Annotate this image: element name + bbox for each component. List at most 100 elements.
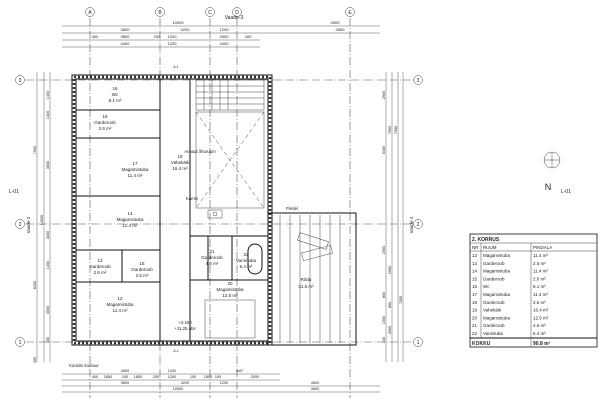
- dimension-label: 7900: [394, 126, 398, 134]
- dimension-label: 1200: [168, 34, 178, 39]
- dimension-label: 1200: [168, 369, 176, 373]
- dimension-label: 10000: [172, 20, 184, 25]
- room-name: Magamistuba: [116, 217, 144, 222]
- dimension-label: 1400: [46, 111, 50, 119]
- dimension-label: 100: [122, 375, 128, 379]
- table-cell-room: Magamistuba: [483, 269, 511, 274]
- table-cell-room: Garderoob: [483, 276, 505, 281]
- room-name: Garderoob: [94, 120, 116, 125]
- dimension-label: 1400: [46, 91, 50, 99]
- table-cell-nr: 13: [472, 261, 478, 266]
- table-cell-nr: 18: [472, 300, 478, 305]
- dimension-label: 4400: [121, 41, 131, 46]
- room-number: 18: [102, 114, 108, 119]
- table-cell-area: 4.6 m²: [533, 323, 546, 328]
- table-cell-area: 11.4 m²: [533, 292, 548, 297]
- door-tag: A-1: [173, 65, 179, 69]
- dimension-label: 4000: [220, 34, 230, 39]
- dimension-label: 4500: [311, 387, 319, 391]
- room-area: 8.1 m²: [109, 98, 122, 103]
- dimension-label: 4400: [121, 369, 129, 373]
- dimension-label: 4x0°: [236, 369, 244, 373]
- table-cell-nr: 14: [472, 269, 478, 274]
- annotation-railing: Piirdel: [286, 206, 298, 211]
- dimension-label: 10000: [173, 387, 184, 391]
- grid-label-B: B: [158, 10, 162, 16]
- level-absolute: +11.25 abs: [174, 326, 195, 331]
- room-area: 11.4 m²: [128, 173, 143, 178]
- table-cell-nr: 16: [472, 284, 478, 289]
- room-number: 14: [127, 211, 133, 216]
- view-marker-vaade-4: Vaade-4: [409, 216, 414, 233]
- dimension-label: 4200: [181, 27, 191, 32]
- dimension-label: 400: [33, 357, 37, 363]
- room-name: Wc: [112, 92, 119, 97]
- dimension-label: 3000: [46, 306, 50, 314]
- table-cell-room: Magamistuba: [483, 253, 511, 258]
- table-cell-nr: 12: [472, 253, 478, 258]
- dimension-label: 4500: [331, 20, 341, 25]
- grid-bubbles: [15, 7, 423, 347]
- dimension-label: 100: [382, 337, 386, 343]
- room-area: 2.6 m²: [94, 270, 107, 275]
- dimension-label: 1500: [382, 316, 386, 324]
- dimension-label: 1800: [204, 375, 212, 379]
- level-relative: +3.150: [178, 320, 192, 325]
- table-cell-area: 2.6 m²: [533, 300, 546, 305]
- room-area: 6.4 m²: [240, 264, 253, 269]
- table-cell-area: 8.1 m²: [533, 284, 546, 289]
- dimension-label: 1850: [104, 375, 112, 379]
- table-cell-nr: 17: [472, 292, 478, 297]
- room-area: 12.5 m²: [222, 293, 238, 298]
- table-header: RUUM: [483, 245, 497, 250]
- room-name: Magamistuba: [216, 287, 244, 292]
- compass: [543, 151, 561, 169]
- table-cell-area: 6.4 m²: [533, 331, 546, 336]
- grid-label-2: 2: [19, 222, 22, 228]
- table-cell-room: Garderoob: [483, 300, 505, 305]
- grid-label-D: D: [235, 10, 239, 16]
- dimension-label: 3800: [121, 381, 129, 385]
- table-cell-room: Garderoob: [483, 323, 505, 328]
- dimension-label: 4500: [311, 381, 319, 385]
- dimension-label: 4400: [220, 41, 230, 46]
- table-cell-room: Magamistuba: [483, 292, 511, 297]
- section-marker-l01: L-01: [561, 189, 571, 195]
- table-cell-area: 2.6 m²: [533, 261, 546, 266]
- room-name: Garderoob: [131, 267, 153, 272]
- dimension-label: 7000: [399, 296, 403, 304]
- dimension-label: 6200: [33, 281, 37, 289]
- table-header: PINDALA: [533, 245, 552, 250]
- dimension-label: 200: [153, 375, 159, 379]
- table-cell-nr: 20: [472, 315, 478, 320]
- room-name: Magamistuba: [106, 302, 134, 307]
- table-cell-room: Wc: [483, 284, 490, 289]
- dimension-label: 1200: [168, 41, 178, 46]
- grid-label-3: 3: [19, 78, 22, 84]
- dimension-label: 1200: [168, 375, 176, 379]
- dimension-label: 1400: [46, 261, 50, 269]
- room-name: Magamistuba: [121, 167, 149, 172]
- room-name: Garderoob: [89, 264, 111, 269]
- grid-label-3: 3: [417, 78, 420, 84]
- table-cell-room: Magamistuba: [483, 315, 511, 320]
- dimension-label: 7900: [388, 126, 392, 134]
- table-title: 2. KORRUS: [472, 237, 500, 243]
- dimension-label: 400: [92, 375, 98, 379]
- table-cell-room: Vahekäik: [483, 308, 502, 313]
- room-number: 12: [117, 296, 123, 301]
- dimension-label: 14000: [40, 215, 44, 226]
- table-cell-nr: 21: [472, 323, 478, 328]
- table-cell-area: 11.4 m²: [533, 269, 548, 274]
- room-area: 2.6 m²: [136, 273, 149, 278]
- dimension-label: 100: [190, 375, 196, 379]
- room-area: 2.6 m²: [99, 126, 112, 131]
- table-cell-room: Garderoob: [483, 261, 505, 266]
- section-marker-l01: L-01: [9, 189, 19, 195]
- dimension-label: 400: [46, 337, 50, 343]
- table-cell-area: 16.4 m²: [533, 308, 549, 313]
- room-name: Vannituba: [236, 258, 256, 263]
- dimension-label: 800: [388, 302, 392, 308]
- table-total-value: 90.8 m²: [533, 341, 551, 347]
- room-number: 13: [97, 258, 103, 263]
